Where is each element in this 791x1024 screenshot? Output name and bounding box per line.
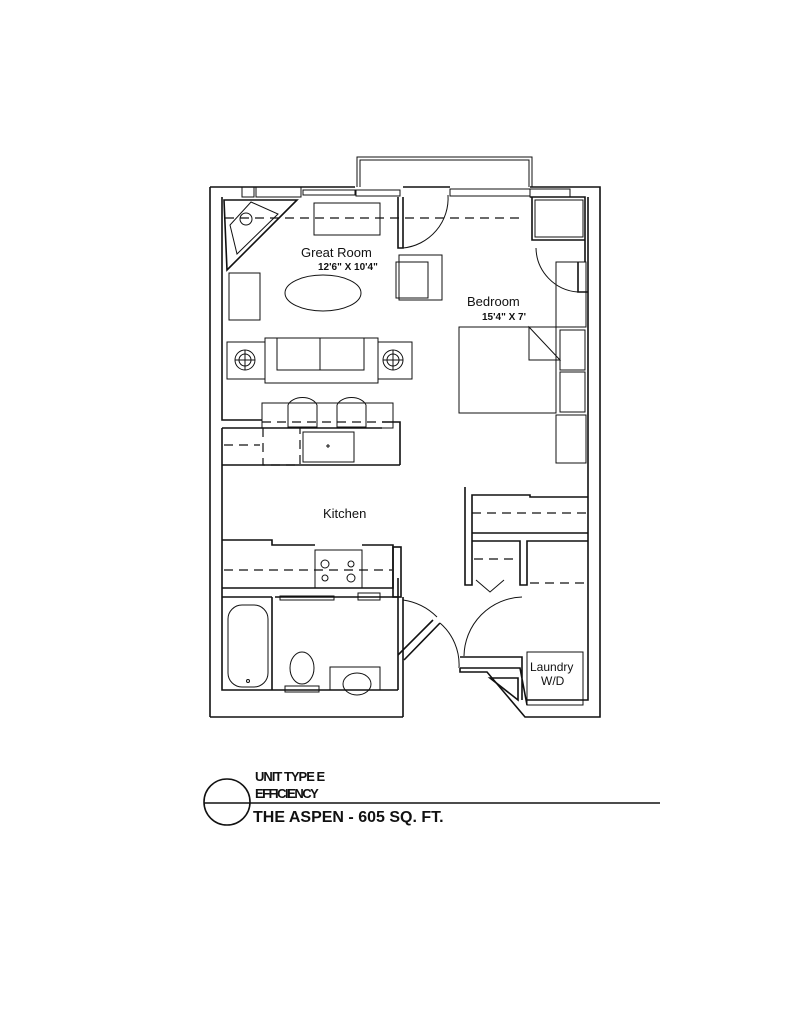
bedroom-label: Bedroom (467, 294, 520, 309)
kitchen-island (222, 397, 401, 466)
bedroom-furniture (458, 196, 588, 464)
unit-type: UNIT TYPE E (255, 769, 326, 784)
great-room-furniture (226, 202, 443, 384)
corner-fireplace (223, 199, 299, 272)
closets (460, 487, 588, 706)
room-labels: Great Room 12'6" X 10'4" Bedroom 15'4" X… (301, 245, 573, 688)
bathroom (222, 592, 460, 696)
patio-door (397, 194, 449, 249)
bedroom-dimensions: 15'4" X 7' (482, 312, 526, 323)
laundry-wd-label: W/D (541, 674, 565, 688)
windows (241, 186, 571, 198)
great-room-dimensions: 12'6" X 10'4" (318, 262, 378, 273)
kitchen-label: Kitchen (323, 506, 366, 521)
title-block: UNIT TYPE E EFFICIENCY THE ASPEN - 605 S… (203, 769, 660, 826)
unit-style: EFFICIENCY (255, 786, 319, 801)
great-room-label: Great Room (301, 245, 372, 260)
kitchen-counter (222, 539, 402, 598)
plan-name-area: THE ASPEN - 605 SQ. FT. (253, 809, 444, 826)
laundry-label: Laundry (530, 660, 573, 674)
balcony (356, 156, 533, 187)
